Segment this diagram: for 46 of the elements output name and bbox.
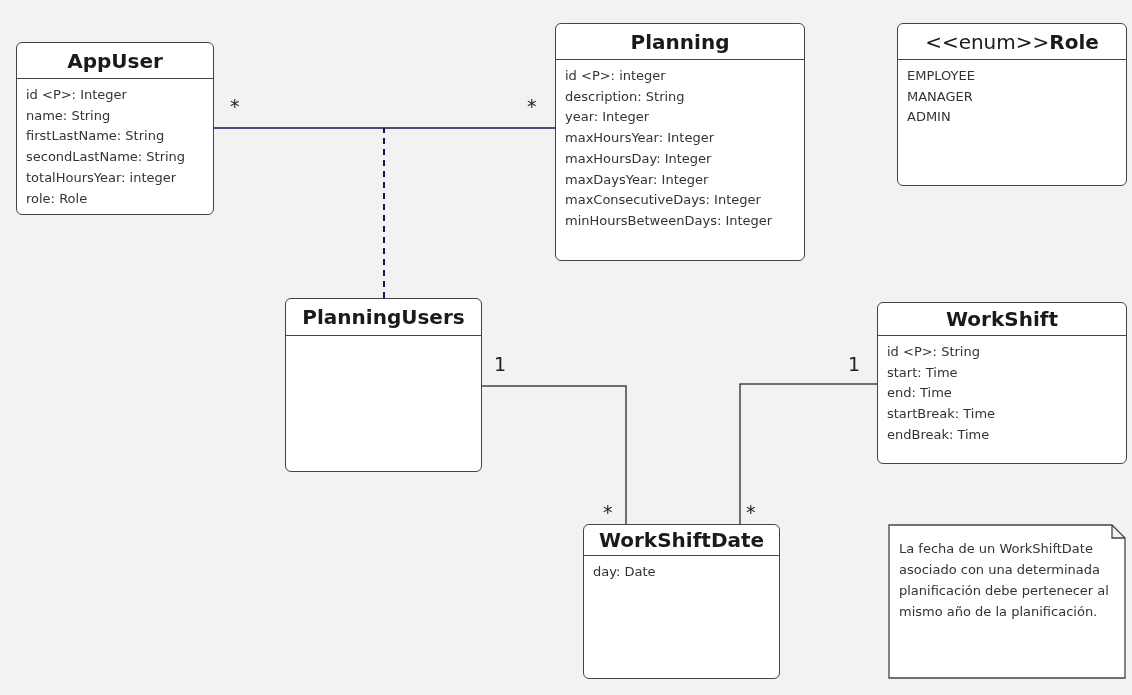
class-attribute: year: Integer xyxy=(565,108,651,127)
association-line xyxy=(213,127,556,129)
multiplicity-label: * xyxy=(603,503,613,522)
association-line xyxy=(481,385,627,525)
class-attribute: endBreak: Time xyxy=(887,425,991,444)
class-attribute: maxDaysYear: Integer xyxy=(565,170,710,189)
class-name: Planning xyxy=(630,29,730,54)
note-text: La fecha de un WorkShiftDate asociado con una determinada planificación debe pertenecer al mismo año de la planificación. xyxy=(899,540,1110,621)
class-attribute: day: Date xyxy=(593,563,657,581)
class-attribute: MANAGER xyxy=(907,87,974,106)
class-attribute: ADMIN xyxy=(907,108,952,127)
class-attribute: maxHoursYear: Integer xyxy=(565,129,715,148)
class-box xyxy=(555,23,805,261)
class-name: <<enum>>Role xyxy=(925,29,1099,54)
class-attribute: role: Role xyxy=(26,189,89,208)
class-attribute: maxConsecutiveDays: Integer xyxy=(565,191,762,210)
class-box xyxy=(583,524,780,679)
class-attribute: minHoursBetweenDays: Integer xyxy=(565,211,774,230)
class-box xyxy=(16,42,214,215)
multiplicity-label: 1 xyxy=(494,355,507,374)
multiplicity-label: 1 xyxy=(848,355,861,374)
class-attribute: secondLastName: String xyxy=(26,148,187,167)
multiplicity-label: * xyxy=(230,97,240,116)
class-box xyxy=(285,298,482,472)
class-name: AppUser xyxy=(67,48,163,73)
multiplicity-label: * xyxy=(527,97,537,116)
class-attribute: end: Time xyxy=(887,384,953,403)
class-attribute: EMPLOYEE xyxy=(907,67,976,85)
multiplicity-label: * xyxy=(746,503,756,522)
class-attribute: totalHoursYear: integer xyxy=(26,168,178,187)
class-attribute: name: String xyxy=(26,106,112,125)
class-attribute: description: String xyxy=(565,87,686,106)
class-attribute: start: Time xyxy=(887,363,959,382)
class-name: WorkShift xyxy=(946,307,1058,331)
class-name: WorkShiftDate xyxy=(598,528,765,552)
class-attribute: firstLastName: String xyxy=(26,127,166,146)
class-attribute: id <P>: Integer xyxy=(26,86,128,104)
class-attribute: id <P>: String xyxy=(887,343,981,361)
class-box xyxy=(877,302,1127,464)
dashed-association-line xyxy=(383,127,385,299)
class-attribute: startBreak: Time xyxy=(887,405,997,424)
association-line xyxy=(739,383,878,525)
class-attribute: maxHoursDay: Integer xyxy=(565,149,713,168)
class-attribute: id <P>: integer xyxy=(565,67,667,85)
class-box xyxy=(897,23,1127,186)
class-name: PlanningUsers xyxy=(302,305,465,329)
